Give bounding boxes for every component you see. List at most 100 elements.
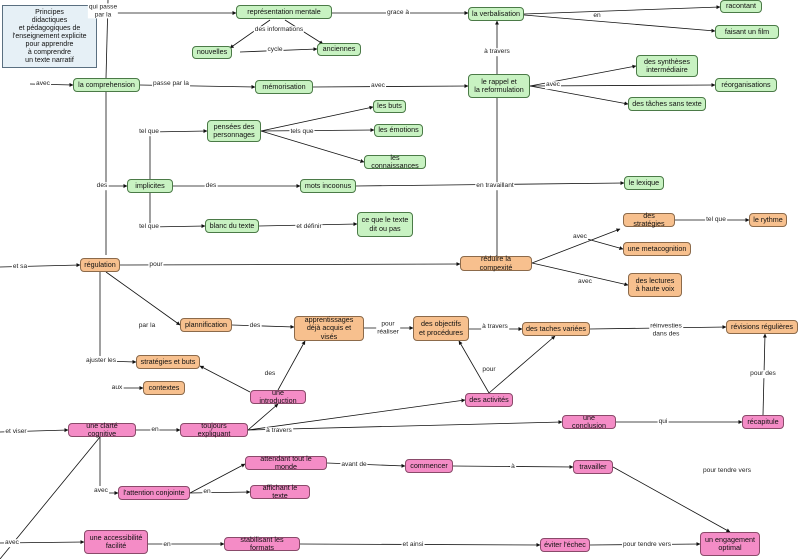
label-pour-tendre2: pour tendre vers — [621, 541, 673, 549]
connector-line — [529, 85, 629, 106]
node-ce-que-texte-dit[interactable]: ce que le texte dit ou pas — [357, 212, 413, 237]
node-rythme[interactable]: le rythme — [749, 213, 787, 227]
node-comprehension[interactable]: la comprehension — [73, 78, 140, 92]
label-grace: grace à — [386, 9, 410, 17]
node-travailler[interactable]: travailler — [573, 460, 613, 474]
label-pour2: pour — [481, 366, 497, 374]
connector-line — [523, 14, 716, 33]
node-pensees-personnages[interactable]: pensées des personnages — [207, 120, 261, 142]
node-strategies-buts[interactable]: stratégies et buts — [136, 355, 200, 369]
node-connaissances[interactable]: les connaissances — [364, 153, 426, 170]
label-en3: en — [202, 488, 212, 496]
label-tels-que: tels que — [289, 128, 315, 136]
label-avec5: avec — [577, 278, 593, 286]
label-des3: des — [248, 322, 262, 330]
label-pour-realiser: pour réaliser — [376, 320, 400, 336]
connector-line — [247, 398, 466, 431]
node-strategies[interactable]: des stratégies — [623, 211, 675, 228]
node-reorganisations[interactable]: réorganisations — [715, 78, 777, 92]
node-attention-conjointe[interactable]: l'attention conjointe — [118, 486, 190, 500]
node-blanc-texte[interactable]: blanc du texte — [205, 219, 259, 233]
node-verbalisation[interactable]: la verbalisation — [468, 7, 524, 21]
label-aux: aux — [110, 384, 124, 392]
label-qui: qui — [657, 418, 669, 426]
node-affichant-texte[interactable]: affichant le texte — [250, 483, 310, 500]
node-engagement-optimal[interactable]: un engagement optimal — [700, 532, 760, 556]
label-avec6: avec — [93, 487, 109, 495]
connector-line — [189, 463, 246, 494]
node-attendant-tout-le-monde[interactable]: attendant tout le monde — [245, 454, 327, 471]
connector-line — [199, 365, 251, 393]
label-en2: en — [150, 426, 160, 434]
connector-line — [612, 466, 731, 533]
node-syntheses[interactable]: des synthèses intermédiaire — [636, 55, 698, 77]
label-des1: des — [95, 182, 109, 190]
node-faisant-film[interactable]: faisant un film — [715, 25, 779, 39]
node-lexique[interactable]: le lexique — [624, 176, 664, 190]
node-reduire-complexite[interactable]: réduire la compexité — [460, 254, 532, 271]
label-des2: des — [204, 182, 218, 190]
node-recapitule[interactable]: récapitule — [742, 415, 784, 429]
node-taches-sans-texte[interactable]: des tâches sans texte — [628, 97, 706, 111]
label-qui-passe: qui passe par la — [87, 3, 119, 19]
node-objectifs-procedures[interactable]: des objectifs et procédures — [413, 316, 469, 341]
connector-line — [260, 105, 374, 132]
node-metacognition[interactable]: une metacognition — [623, 242, 691, 256]
node-nouvelles[interactable]: nouvelles — [192, 46, 232, 59]
label-tel-que2: tel que — [138, 223, 160, 231]
label-a-travers2: à travers — [481, 323, 509, 331]
node-contextes[interactable]: contextes — [143, 381, 185, 395]
node-memorisation[interactable]: mémorisation — [255, 80, 313, 94]
node-representation-mentale[interactable]: représentation mentale — [236, 5, 332, 19]
node-regulation[interactable]: régulation — [80, 258, 120, 272]
connector-line — [189, 490, 251, 495]
label-des4: des — [263, 370, 277, 378]
label-et-ainsi: et ainsi — [401, 541, 425, 549]
label-passe-par: passe par la — [152, 80, 190, 88]
node-commencer[interactable]: commencer — [405, 459, 453, 473]
node-racontant[interactable]: racontant — [720, 0, 762, 13]
label-avec7: avec — [4, 539, 20, 547]
connector-line — [0, 436, 101, 559]
label-et-definir: et définir — [295, 223, 323, 231]
node-emotions[interactable]: les émotions — [374, 124, 423, 137]
node-toujours-expliquant[interactable]: toujours expliquant — [180, 421, 248, 438]
label-a-travers3: à travers — [265, 427, 293, 435]
node-apprentissages[interactable]: apprentissages déjà acquis et visés — [294, 315, 364, 341]
node-lectures-haute-voix[interactable]: des lectures à haute voix — [628, 273, 682, 297]
label-avec2: avec — [370, 82, 386, 90]
node-taches-variees[interactable]: des taches variées — [522, 322, 590, 336]
node-eviter-echec[interactable]: éviter l'échec — [540, 538, 590, 552]
node-conclusion[interactable]: une conclusion — [562, 413, 616, 430]
connector-line — [119, 262, 461, 267]
label-en-travaillant: en travaillant — [475, 182, 515, 190]
node-introduction[interactable]: une introduction — [250, 388, 306, 405]
node-clarte-cognitive[interactable]: une clarté cognitive — [68, 421, 136, 438]
node-planification[interactable]: plannification — [180, 318, 232, 332]
label-ajuster: ajuster les — [84, 357, 118, 365]
label-cycle: cycle — [266, 46, 284, 54]
node-activites[interactable]: des activités — [465, 393, 513, 407]
label-par-la: par la — [137, 322, 157, 330]
label-a: à — [510, 463, 516, 471]
node-mots-inconnus[interactable]: mots incoonus — [300, 179, 356, 193]
label-avec3: avec — [545, 81, 561, 89]
connector-line — [277, 340, 306, 391]
root-title: Principes didactiques et pédagogiques de… — [2, 5, 97, 68]
label-avant-de: avant de — [340, 461, 368, 469]
connector-line — [531, 228, 621, 264]
connector-line — [231, 324, 295, 329]
label-et-viser: et viser — [4, 428, 28, 436]
node-revisions-regulieres[interactable]: révisions régulières — [726, 320, 798, 334]
node-rappel-reformulation[interactable]: le rappel et la reformulation — [468, 74, 530, 98]
connector-line — [312, 84, 469, 89]
label-reinvesties: réinvesties dans des — [649, 322, 683, 338]
connector-line — [105, 271, 181, 326]
node-implicites[interactable]: implicites — [127, 179, 173, 193]
node-accessibilite[interactable]: une accessibilité facilité — [84, 530, 148, 554]
label-en1: en — [592, 12, 602, 20]
node-anciennes[interactable]: anciennes — [317, 43, 361, 56]
node-stabilisant-formats[interactable]: stabilisant les formats — [224, 535, 300, 552]
node-buts[interactable]: les buts — [373, 100, 406, 113]
connector-line — [229, 19, 271, 49]
